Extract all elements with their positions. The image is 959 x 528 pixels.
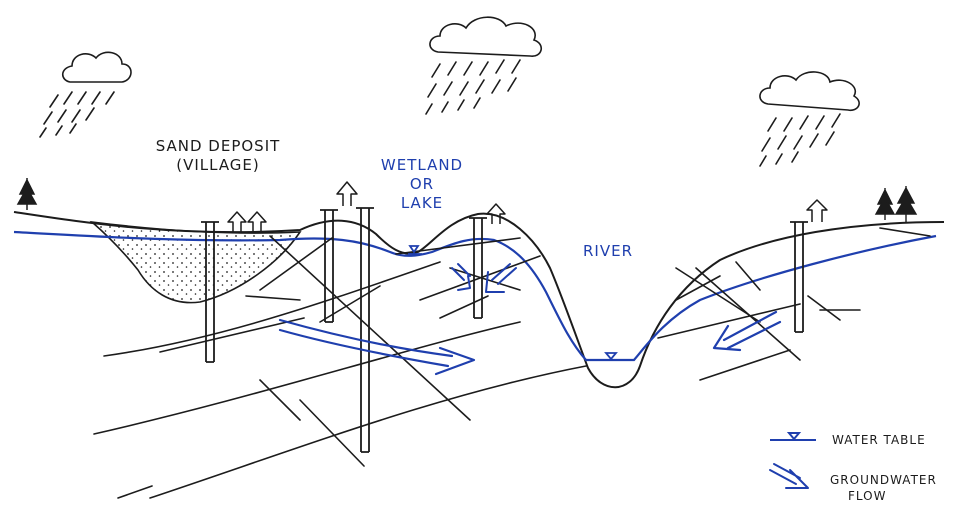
legend-groundwater-flow-label-line2: FLOW — [848, 489, 887, 504]
legend-groundwater-flow-symbol — [769, 463, 809, 489]
ground-surface — [13, 211, 945, 389]
groundwater-flow-arrow-icon — [278, 318, 476, 376]
sand-deposit-label-line2: (VILLAGE) — [176, 155, 260, 174]
groundwater-flow-arrow-icon — [485, 263, 517, 293]
water-table-marker-icon — [604, 352, 618, 361]
legend-water-table-symbol — [770, 432, 816, 441]
well-icon — [356, 207, 374, 453]
legend-groundwater-flow-label: GROUNDWATER FLOW — [830, 472, 937, 504]
wetland-label-line1: WETLAND — [380, 156, 464, 174]
tree-icon — [874, 186, 918, 222]
sand-deposit-label: SAND DEPOSIT (VILLAGE) — [118, 137, 318, 175]
legend-water-table: WATER TABLE — [832, 432, 926, 448]
well-icon — [469, 217, 487, 319]
groundwater-flow-arrow-icon — [451, 263, 471, 291]
rain-cloud-icon — [425, 16, 542, 115]
well-icon — [201, 221, 219, 363]
rain-cloud-icon — [759, 71, 860, 167]
wetland-label-line2: OR — [409, 174, 435, 193]
pumping-arrow-icon — [227, 181, 828, 232]
sand-deposit-label-line1: SAND DEPOSIT — [155, 137, 281, 155]
well-icon — [790, 221, 808, 333]
tree-icon — [16, 178, 38, 210]
legend-groundwater-flow-label-line1: GROUNDWATER — [830, 473, 937, 487]
groundwater-flow-arrow-icon — [712, 310, 782, 352]
sand-deposit — [89, 220, 302, 304]
well-icon — [320, 209, 338, 323]
legend-groundwater-flow: GROUNDWATER FLOW — [830, 472, 937, 504]
legend-water-table-label: WATER TABLE — [832, 433, 926, 447]
water-table-marker-icon — [408, 245, 422, 255]
wetland-label-line3: LAKE — [400, 193, 444, 212]
wetland-label: WETLAND OR LAKE — [380, 156, 464, 212]
river-label: RIVER — [582, 242, 633, 260]
rain-cloud-icon — [39, 51, 132, 138]
